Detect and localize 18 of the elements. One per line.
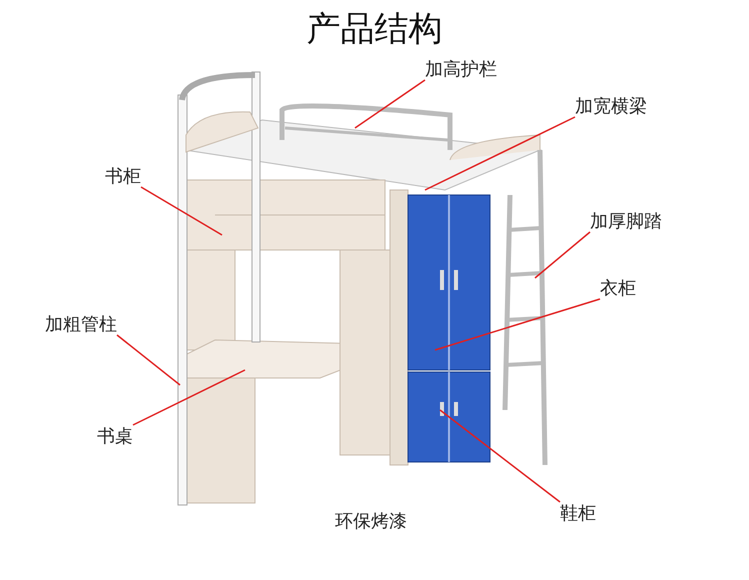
leader-line — [132, 369, 246, 426]
callout-label: 书柜 — [105, 165, 141, 187]
leader-line — [440, 409, 560, 503]
part-label: 环保烤漆 — [335, 510, 407, 532]
leader-line — [434, 298, 600, 351]
leader-line — [424, 116, 576, 191]
callout-label: 书桌 — [97, 425, 133, 447]
diagram-title: 产品结构 — [306, 9, 444, 50]
callout-label: 加厚脚踏 — [590, 210, 662, 232]
leader-line — [116, 334, 180, 386]
leader-line — [140, 186, 222, 236]
callout-label: 加高护栏 — [425, 58, 497, 80]
callout-label: 加粗管柱 — [45, 313, 117, 335]
leader-line — [534, 231, 590, 279]
callout-label: 加宽横梁 — [575, 95, 647, 117]
callout-label: 鞋柜 — [560, 502, 596, 524]
leader-line — [354, 79, 426, 129]
callout-label: 衣柜 — [600, 277, 636, 299]
